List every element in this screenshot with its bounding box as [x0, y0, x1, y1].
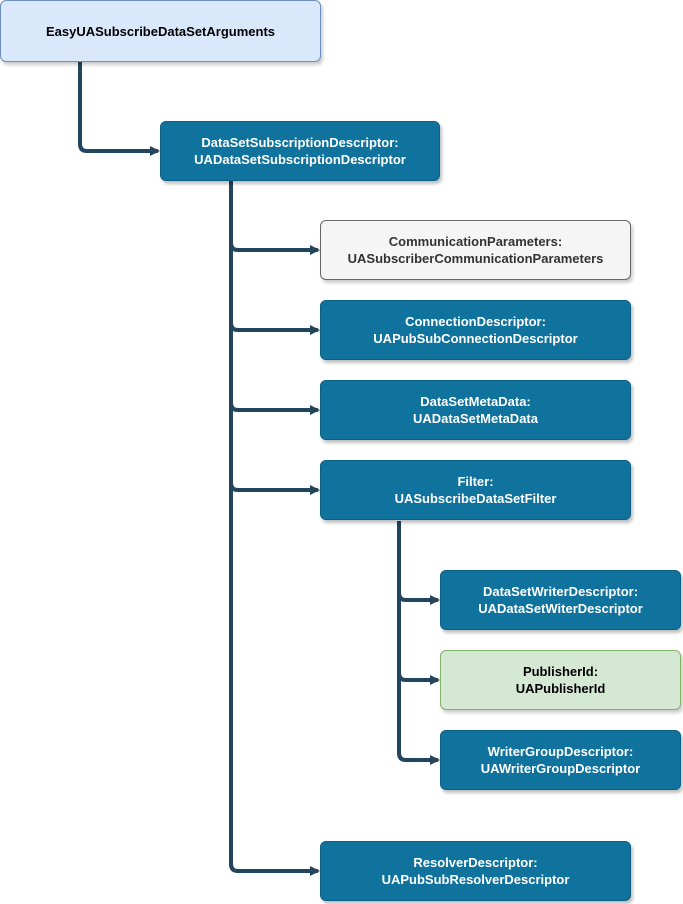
- dataset-writer-descriptor-type: UADataSetWiterDescriptor: [478, 601, 643, 616]
- resolver-descriptor-type: UAPubSubResolverDescriptor: [381, 872, 570, 887]
- resolver-descriptor-name: ResolverDescriptor:: [413, 855, 538, 870]
- filter-name: Filter:: [457, 474, 494, 489]
- communication-parameters-type: UASubscriberCommunicationParameters: [347, 251, 604, 266]
- subscription-descriptor-type: UADataSetSubscriptionDescriptor: [194, 152, 406, 167]
- connection-descriptor-name: ConnectionDescriptor:: [405, 314, 546, 329]
- connector-to-resolver-descriptor: [229, 863, 320, 876]
- communication-parameters-node: CommunicationParameters: UASubscriberCom…: [320, 220, 631, 280]
- dataset-writer-descriptor-name: DataSetWriterDescriptor:: [482, 584, 639, 599]
- connector-to-dataset-writer-descriptor: [397, 592, 440, 605]
- connector-to-publisher-id: [397, 672, 440, 685]
- writer-group-descriptor-node: WriterGroupDescriptor: UAWriterGroupDesc…: [440, 730, 681, 790]
- writer-group-descriptor-name: WriterGroupDescriptor:: [487, 744, 634, 759]
- subscription-descriptor-name: DataSetSubscriptionDescriptor:: [201, 135, 399, 150]
- connection-descriptor-type: UAPubSubConnectionDescriptor: [373, 331, 578, 346]
- connector-to-connection-descriptor: [229, 322, 320, 335]
- dataset-metadata-type: UADataSetMetaData: [413, 411, 538, 426]
- resolver-descriptor-node: ResolverDescriptor: UAPubSubResolverDesc…: [320, 841, 631, 901]
- dataset-writer-descriptor-node: DataSetWriterDescriptor: UADataSetWiterD…: [440, 570, 681, 630]
- connector-to-dataset-metadata: [229, 402, 320, 415]
- writer-group-descriptor-type: UAWriterGroupDescriptor: [480, 761, 641, 776]
- publisher-id-node: PublisherId: UAPublisherId: [440, 650, 681, 710]
- connector-root-to-subscription: [78, 62, 160, 156]
- connector-to-writer-group-descriptor: [397, 752, 440, 765]
- dataset-metadata-node: DataSetMetaData: UADataSetMetaData: [320, 380, 631, 440]
- root-node: EasyUASubscribeDataSetArguments: [0, 0, 321, 62]
- connector-to-communication-parameters: [229, 242, 320, 255]
- filter-node: Filter: UASubscribeDataSetFilter: [320, 460, 631, 520]
- communication-parameters-name: CommunicationParameters:: [388, 234, 563, 249]
- connector-to-filter: [229, 482, 320, 495]
- publisher-id-type: UAPublisherId: [515, 681, 606, 696]
- connection-descriptor-node: ConnectionDescriptor: UAPubSubConnection…: [320, 300, 631, 360]
- publisher-id-name: PublisherId:: [522, 664, 599, 679]
- root-node-label: EasyUASubscribeDataSetArguments: [45, 23, 276, 39]
- dataset-metadata-name: DataSetMetaData:: [420, 394, 531, 409]
- filter-type: UASubscribeDataSetFilter: [394, 491, 557, 506]
- subscription-descriptor-node: DataSetSubscriptionDescriptor: UADataSet…: [160, 121, 440, 181]
